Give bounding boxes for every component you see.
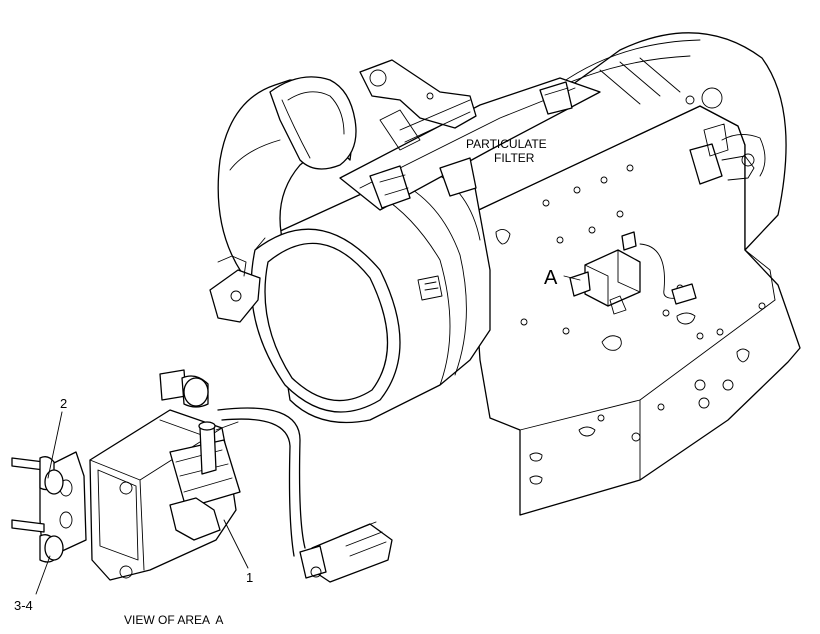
ring-bracket xyxy=(209,255,261,323)
callout-3-4: 3-4 xyxy=(14,598,33,613)
filter-label-line1: PARTICULATE xyxy=(466,137,547,151)
leader-lines xyxy=(35,275,581,595)
view-caption: VIEW OF AREA A xyxy=(124,613,223,627)
callout-2: 2 xyxy=(60,396,67,411)
inlet-elbow xyxy=(217,76,357,291)
mounting-plate xyxy=(469,105,801,516)
leader-2 xyxy=(47,411,63,479)
pressure-sensor-small xyxy=(569,231,697,315)
leader-a xyxy=(563,275,581,281)
leader-1 xyxy=(223,519,249,569)
leader-3-4 xyxy=(35,555,51,595)
detail-sensor-assembly xyxy=(11,369,393,583)
filter-housing xyxy=(454,32,787,251)
filter-label-line2: FILTER xyxy=(494,151,535,165)
area-a-marker: A xyxy=(544,267,558,289)
callout-1: 1 xyxy=(246,570,253,585)
outlet-ring xyxy=(250,228,401,413)
